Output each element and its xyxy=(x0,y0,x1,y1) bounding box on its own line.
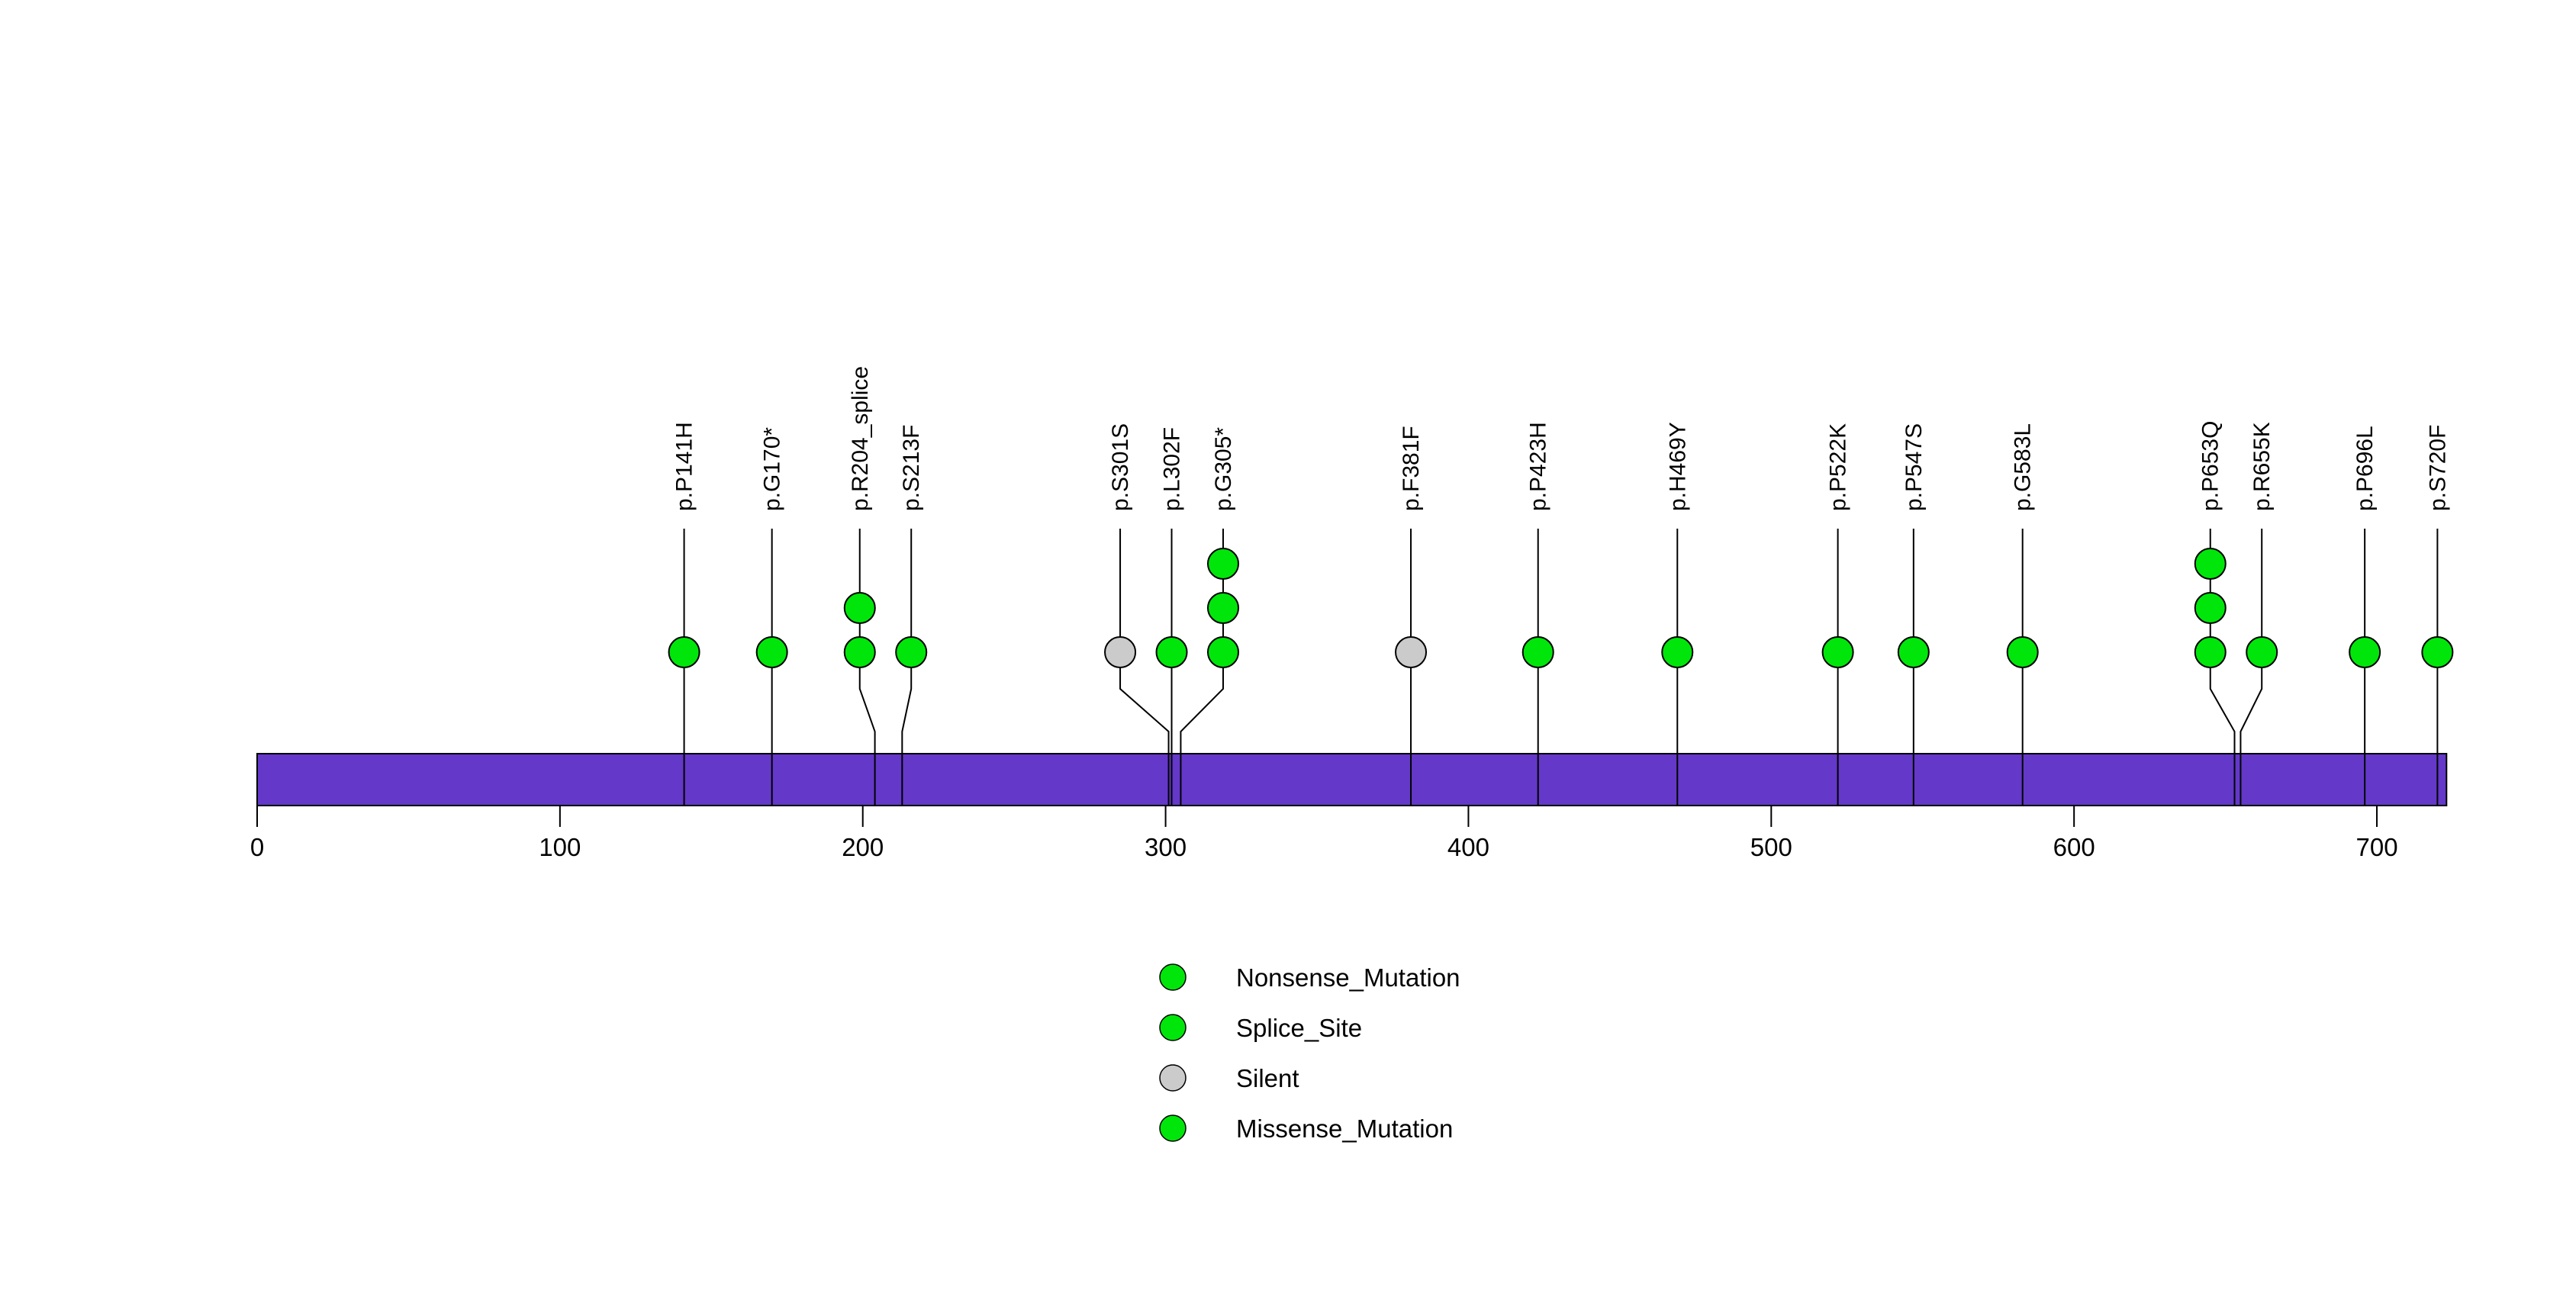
mutation-label: p.P522K xyxy=(1826,423,1851,511)
protein-bar-group xyxy=(256,753,2448,806)
legend-item: Missense_Mutation xyxy=(1159,1114,1453,1143)
protein-bar xyxy=(256,753,2448,806)
legend-marker xyxy=(1159,1014,1187,1041)
x-axis: 0 100 200 300 400 500 600 700 xyxy=(250,806,2398,861)
legend-label: Splice_Site xyxy=(1236,1014,1362,1042)
mutation-label: p.H469Y xyxy=(1665,422,1690,511)
x-axis-tick-label: 500 xyxy=(1750,833,1792,861)
mutation-circle xyxy=(2194,636,2227,668)
mutation-circle xyxy=(895,636,928,668)
mutation-label: p.P653Q xyxy=(2198,421,2223,511)
x-axis-tick-label: 700 xyxy=(2355,833,2397,861)
mutation-circle xyxy=(2246,636,2278,668)
mutation-label: p.P141H xyxy=(672,422,697,511)
mutation-label: p.F381F xyxy=(1399,426,1424,511)
legend-label: Missense_Mutation xyxy=(1236,1114,1453,1143)
mutation-label: p.S720F xyxy=(2425,425,2450,511)
mutation-circle xyxy=(2421,636,2454,668)
legend-item: Nonsense_Mutation xyxy=(1159,963,1460,992)
legend: Nonsense_MutationSplice_SiteSilentMissen… xyxy=(1159,963,1460,1143)
mutation-circle xyxy=(1897,636,1930,668)
mutation-label: p.R655K xyxy=(2249,422,2275,511)
mutation-circle xyxy=(668,636,700,668)
mutation-label: p.G305* xyxy=(1211,427,1236,511)
mutation-circle xyxy=(1206,592,1239,624)
mutation-circle xyxy=(2349,636,2381,668)
mutation-label: p.G170* xyxy=(760,427,785,511)
mutation-circle xyxy=(1821,636,1854,668)
mutation-circle xyxy=(2194,548,2227,580)
mutation-circle xyxy=(2194,592,2227,624)
mutation-label: p.L302F xyxy=(1160,427,1185,511)
mutation-label: p.P423H xyxy=(1526,422,1551,511)
x-axis-tick-label: 200 xyxy=(842,833,884,861)
x-axis-tick-label: 100 xyxy=(539,833,581,861)
x-axis-tick-label: 300 xyxy=(1145,833,1187,861)
x-axis-tick-label: 600 xyxy=(2053,833,2095,861)
mutation-circle xyxy=(1155,636,1188,668)
mutation-circle xyxy=(2006,636,2039,668)
mutation-circle xyxy=(843,592,876,624)
mutation-stem xyxy=(1119,529,1170,806)
legend-label: Nonsense_Mutation xyxy=(1236,963,1460,992)
legend-label: Silent xyxy=(1236,1064,1299,1092)
legend-marker xyxy=(1159,963,1187,991)
mutation-circles xyxy=(668,548,2454,668)
mutation-label: p.P696L xyxy=(2352,426,2378,511)
mutation-label: p.G583L xyxy=(2011,423,2036,511)
mutation-label: p.S301S xyxy=(1108,423,1133,511)
legend-marker xyxy=(1159,1064,1187,1092)
legend-item: Silent xyxy=(1159,1064,1299,1092)
mutation-label: p.S213F xyxy=(899,425,924,511)
mutation-label: p.R204_splice xyxy=(848,366,873,511)
mutation-circle xyxy=(1104,636,1137,668)
x-axis-tick-label: 400 xyxy=(1447,833,1489,861)
mutation-circle xyxy=(1661,636,1694,668)
mutation-stem xyxy=(2240,529,2263,806)
mutation-circle xyxy=(1395,636,1428,668)
mutation-circle xyxy=(1521,636,1554,668)
mutation-circle xyxy=(1206,636,1239,668)
x-axis-tick-label: 0 xyxy=(250,833,264,861)
legend-item: Splice_Site xyxy=(1159,1014,1362,1042)
mutation-label: p.P547S xyxy=(1901,423,1927,511)
mutation-circle xyxy=(843,636,876,668)
mutation-stem xyxy=(901,529,913,806)
mutation-circle xyxy=(755,636,788,668)
mutation-circle xyxy=(1206,548,1239,580)
legend-marker xyxy=(1159,1114,1187,1142)
mutation-labels: p.P141H p.G170* p.R204_splice p.S213F p.S301… xyxy=(672,366,2451,511)
